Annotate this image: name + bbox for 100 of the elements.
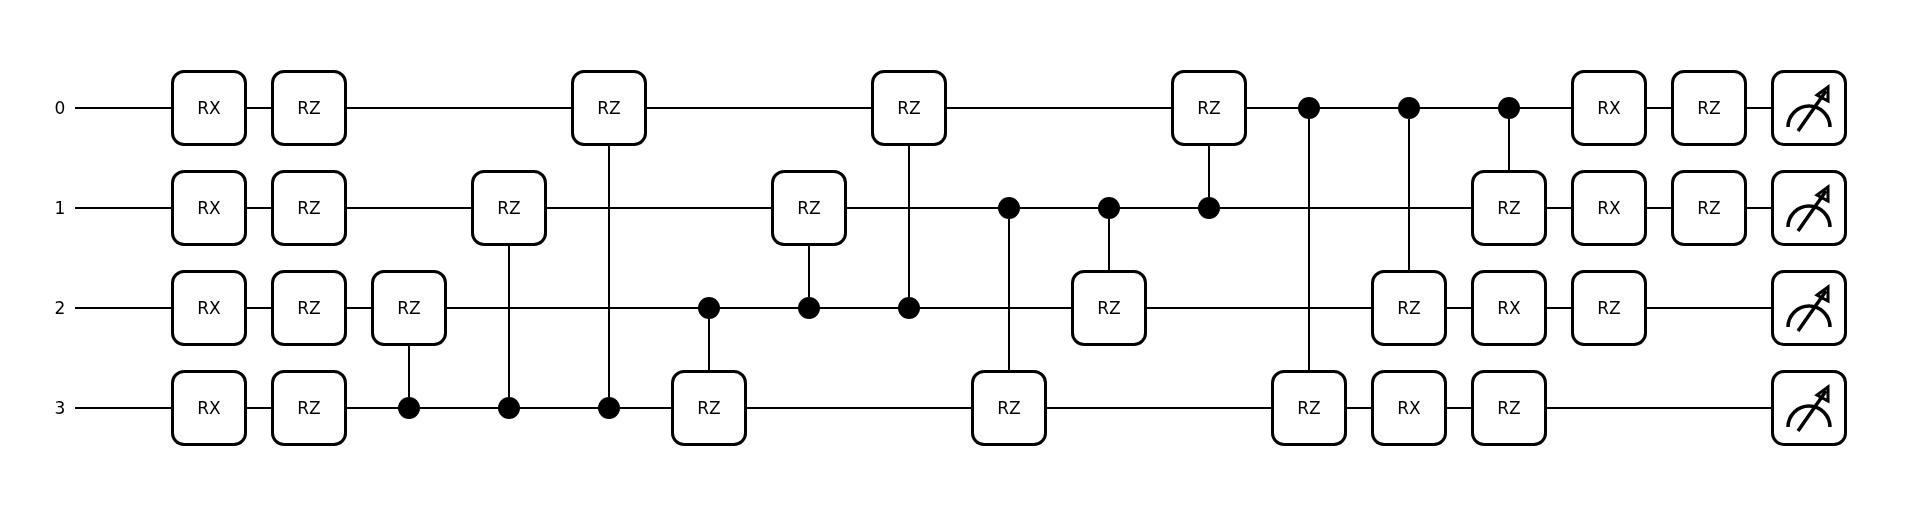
measurement-box	[1771, 370, 1847, 446]
qubit-wire	[1546, 407, 1772, 409]
qubit-wire	[719, 307, 799, 309]
gate-box: RZ	[771, 170, 847, 246]
gate-box: RZ	[271, 170, 347, 246]
qubit-wire	[646, 107, 872, 109]
measurement-box	[1771, 170, 1847, 246]
qubit-wire	[1646, 307, 1772, 309]
qubit-wire	[346, 307, 372, 309]
control-line	[408, 345, 410, 398]
gate-box: RX	[171, 70, 247, 146]
control-line	[1408, 118, 1410, 271]
control-line	[1108, 218, 1110, 271]
qubit-wire	[819, 307, 899, 309]
control-line	[708, 318, 710, 371]
qubit-wire	[1246, 107, 1299, 109]
qubit-wire	[519, 407, 599, 409]
control-dot	[1498, 97, 1520, 119]
control-dot	[498, 397, 520, 419]
qubit-wire	[1019, 207, 1099, 209]
qubit-wire	[246, 107, 272, 109]
gate-box: RZ	[671, 370, 747, 446]
qubit-label: 1	[45, 195, 75, 221]
gate-box: RZ	[271, 370, 347, 446]
control-line	[508, 245, 510, 398]
qubit-wire	[546, 207, 772, 209]
control-dot	[1198, 197, 1220, 219]
gate-box: RZ	[1471, 170, 1547, 246]
control-dot	[1098, 197, 1120, 219]
qubit-wire	[74, 207, 172, 209]
control-line	[908, 145, 910, 298]
qubit-label: 3	[45, 395, 75, 421]
control-dot	[898, 297, 920, 319]
qubit-wire	[1646, 107, 1672, 109]
gate-box: RZ	[1071, 270, 1147, 346]
control-dot	[1298, 97, 1320, 119]
control-line	[808, 245, 810, 298]
gate-box: RZ	[871, 70, 947, 146]
qubit-wire	[746, 407, 972, 409]
qubit-wire	[1546, 207, 1572, 209]
qubit-wire	[246, 407, 272, 409]
gate-box: RZ	[1671, 170, 1747, 246]
control-line	[1008, 218, 1010, 371]
gate-box: RZ	[371, 270, 447, 346]
control-dot	[698, 297, 720, 319]
control-dot	[598, 397, 620, 419]
qubit-wire	[1419, 107, 1499, 109]
qubit-wire	[1446, 407, 1472, 409]
qubit-wire	[1746, 207, 1772, 209]
qubit-wire	[419, 407, 499, 409]
gate-box: RX	[171, 270, 247, 346]
gate-box: RX	[1571, 70, 1647, 146]
qubit-wire	[346, 207, 472, 209]
gate-box: RZ	[1671, 70, 1747, 146]
control-dot	[398, 397, 420, 419]
qubit-wire	[1346, 407, 1372, 409]
gate-box: RZ	[1571, 270, 1647, 346]
gate-box: RZ	[1271, 370, 1347, 446]
qubit-label: 2	[45, 295, 75, 321]
qubit-wire	[246, 307, 272, 309]
qubit-wire	[919, 307, 1072, 309]
qubit-wire	[74, 407, 172, 409]
qubit-wire	[1119, 207, 1199, 209]
gate-box: RX	[171, 170, 247, 246]
qubit-wire	[1046, 407, 1272, 409]
gate-box: RZ	[971, 370, 1047, 446]
qubit-wire	[846, 207, 999, 209]
qubit-wire	[1546, 307, 1572, 309]
qubit-wire	[1146, 307, 1372, 309]
control-line	[1208, 145, 1210, 198]
qubit-wire	[346, 107, 572, 109]
qubit-wire	[946, 107, 1172, 109]
qubit-wire	[74, 307, 172, 309]
gate-box: RX	[1371, 370, 1447, 446]
qubit-wire	[246, 207, 272, 209]
control-line	[1308, 118, 1310, 371]
control-dot	[998, 197, 1020, 219]
control-line	[1508, 118, 1510, 171]
qubit-wire	[619, 407, 672, 409]
gate-box: RZ	[1371, 270, 1447, 346]
gate-box: RZ	[271, 70, 347, 146]
control-line	[608, 145, 610, 398]
qubit-label: 0	[45, 95, 75, 121]
qubit-wire	[446, 307, 699, 309]
gate-box: RX	[1571, 170, 1647, 246]
gate-box: RZ	[571, 70, 647, 146]
qubit-wire	[1446, 307, 1472, 309]
qubit-wire	[1319, 107, 1399, 109]
gate-box: RX	[171, 370, 247, 446]
qubit-wire	[1746, 107, 1772, 109]
control-dot	[798, 297, 820, 319]
control-dot	[1398, 97, 1420, 119]
gate-box: RZ	[271, 270, 347, 346]
qubit-wire	[74, 107, 172, 109]
measurement-box	[1771, 70, 1847, 146]
gate-box: RZ	[471, 170, 547, 246]
gate-box: RX	[1471, 270, 1547, 346]
gate-box: RZ	[1171, 70, 1247, 146]
qubit-wire	[1519, 107, 1572, 109]
qubit-wire	[1219, 207, 1472, 209]
